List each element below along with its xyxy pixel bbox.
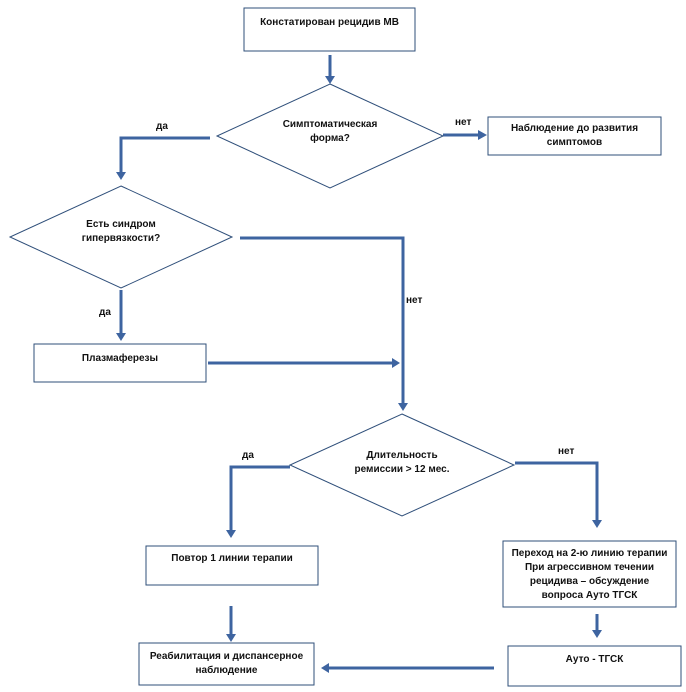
node-remission: Длительность ремиссии > 12 мес. <box>288 413 516 517</box>
edges <box>116 55 602 673</box>
node-observation-line-1: Наблюдение до развития <box>511 122 638 134</box>
label-hyperviscosity-no: нет <box>406 295 422 306</box>
node-plasmapheresis: Плазмаферезы <box>33 343 207 383</box>
arrowhead <box>398 403 408 411</box>
label-symptomatic-yes: да <box>156 121 168 132</box>
label-symptomatic-no: нет <box>455 117 471 128</box>
node-symptomatic-line-1: Симптоматическая <box>283 119 378 130</box>
edge-hyperviscosity-to-remission <box>240 236 405 403</box>
node-remission-line-1: Длительность <box>366 450 437 461</box>
node-rehab-line-1: Реабилитация и диспансерное <box>150 650 304 662</box>
arrowhead <box>592 630 602 638</box>
node-rehab-line-2: наблюдение <box>196 664 258 676</box>
node-remission-line-2: ремиссии > 12 мес. <box>355 464 450 475</box>
arrowhead <box>325 76 335 84</box>
node-hyperviscosity-line-1: Есть синдром <box>86 219 156 230</box>
label-remission-no: нет <box>558 446 574 457</box>
edge-labels: нет да да нет да нет <box>99 117 574 461</box>
arrowhead <box>592 520 602 528</box>
node-auto-hsct: Ауто - ТГСК <box>507 645 682 687</box>
arrowhead <box>478 130 487 140</box>
node-observation-line-2: симптомов <box>547 137 602 148</box>
node-symptomatic-line-2: форма? <box>310 132 350 144</box>
node-rehab: Реабилитация и диспансерное наблюдение <box>138 642 315 686</box>
edge-symptomatic-to-hyperviscosity <box>119 136 210 172</box>
arrowhead <box>226 530 236 538</box>
arrowhead <box>116 333 126 341</box>
node-hyperviscosity-line-2: гипервязкости? <box>82 233 160 244</box>
node-start-text: Констатирован рецидив МВ <box>260 17 399 28</box>
arrowhead <box>116 172 126 180</box>
label-hyperviscosity-yes: да <box>99 307 111 318</box>
node-observation: Наблюдение до развития симптомов <box>487 116 662 156</box>
arrowhead <box>226 634 236 642</box>
arrowhead <box>321 663 329 673</box>
node-repeat-first-line: Повтор 1 линии терапии <box>145 545 319 586</box>
edge-remission-to-repeat <box>229 465 290 530</box>
node-second-line-line-2: При агрессивном течении <box>525 562 654 573</box>
node-start: Констатирован рецидив МВ <box>243 7 416 52</box>
edge-remission-to-second-line <box>515 461 599 520</box>
node-symptomatic: Симптоматическая форма? <box>215 83 445 189</box>
node-second-line: Переход на 2-ю линию терапии При агресси… <box>502 540 677 608</box>
node-repeat-first-line-text: Повтор 1 линии терапии <box>171 553 293 564</box>
node-plasmapheresis-text: Плазмаферезы <box>82 352 158 364</box>
node-hyperviscosity: Есть синдром гипервязкости? <box>8 185 234 289</box>
node-second-line-line-1: Переход на 2-ю линию терапии <box>512 548 668 559</box>
node-second-line-line-3: рецидива – обсуждение <box>530 575 650 587</box>
node-second-line-line-4: вопроса Ауто ТГСК <box>542 590 639 601</box>
label-remission-yes: да <box>242 450 254 461</box>
node-auto-hsct-text: Ауто - ТГСК <box>566 654 625 665</box>
arrowhead <box>392 358 400 368</box>
